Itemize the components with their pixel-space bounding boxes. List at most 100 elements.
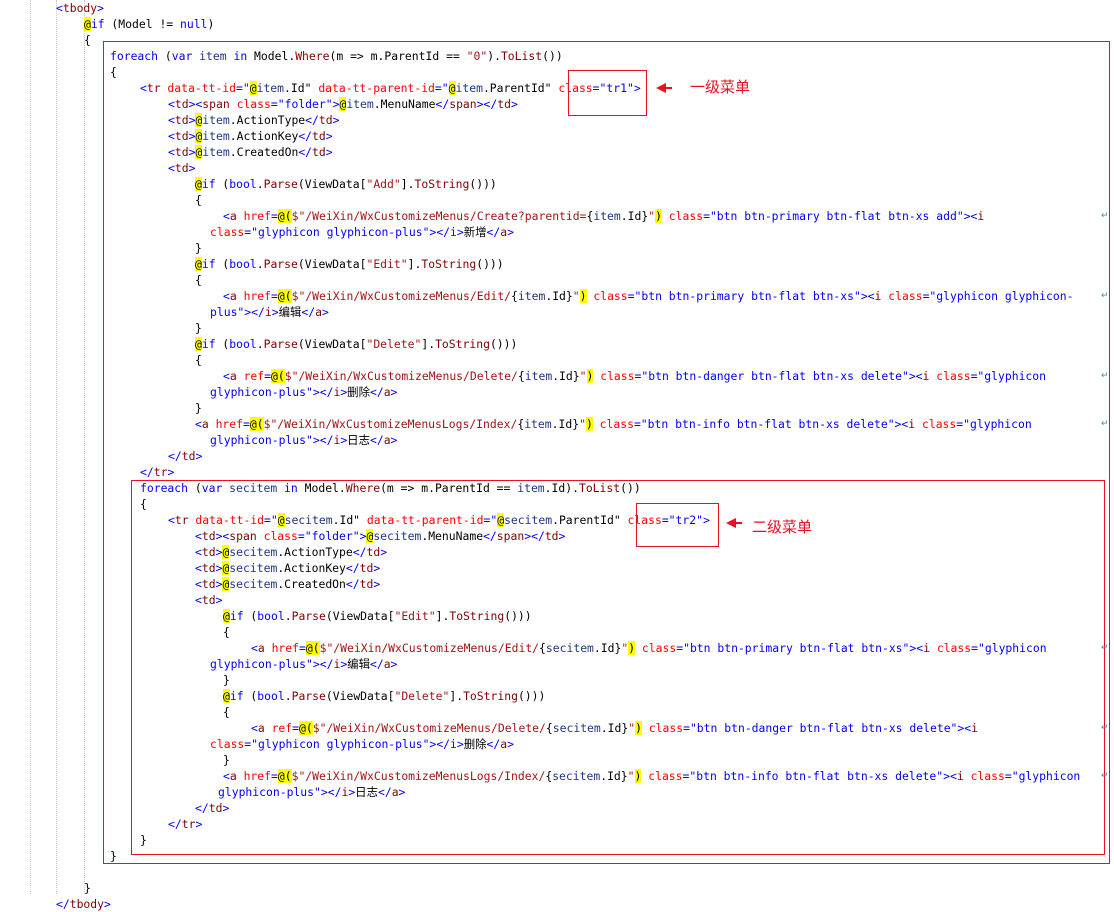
code-token: td — [174, 161, 189, 175]
code-token: i — [923, 641, 930, 655]
word-wrap-icon: ↵ — [1101, 771, 1109, 781]
code-token: td — [201, 545, 216, 559]
code-token: ="btn btn-danger btn-flat btn-xs delete"… — [634, 369, 923, 383]
code-token: { — [545, 721, 553, 735]
code-token: a — [391, 785, 399, 799]
code-line: <a href=@($"/WeiXin/WxCustomizeMenus/Edi… — [251, 640, 1047, 656]
code-token: </ — [435, 97, 450, 111]
code-token: " — [572, 289, 580, 303]
code-token: > — [215, 545, 223, 559]
outer-foreach-highlight-box — [103, 41, 1110, 864]
code-token: ToList — [500, 49, 543, 63]
code-token: tbody — [62, 1, 98, 15]
code-token: { — [140, 497, 147, 511]
code-token: { — [517, 417, 525, 431]
code-token: " — [648, 209, 656, 223]
code-line: { — [195, 192, 202, 208]
code-token: td — [497, 97, 511, 111]
code-line: <td>@item.ActionType</td> — [168, 112, 339, 128]
code-token: @ — [195, 257, 202, 271]
tr1-class-highlight-box — [568, 70, 647, 116]
code-token: </ — [168, 817, 182, 831]
code-token: td — [312, 129, 326, 143]
code-line: <td>@item.ActionKey</td> — [168, 128, 333, 144]
code-token: ToString — [463, 689, 518, 703]
code-token: > — [167, 465, 175, 479]
code-token: $"/WeiXin/WxCustomizeMenus/Delete/ — [312, 721, 546, 735]
code-token: "Add" — [366, 177, 401, 191]
code-token: </ — [352, 545, 367, 559]
code-token: if — [201, 177, 216, 191]
code-token: ())) — [517, 689, 546, 703]
code-token: a — [500, 225, 508, 239]
code-token: bool — [229, 177, 257, 191]
code-token: td — [201, 561, 216, 575]
code-token: . — [256, 177, 264, 191]
code-line: <td> — [195, 592, 222, 608]
code-token: </ — [345, 577, 360, 591]
code-token: ()) — [542, 49, 563, 63]
code-token: ToString — [421, 257, 477, 271]
inner-foreach-highlight-box — [131, 480, 1105, 855]
code-token: i — [264, 305, 272, 319]
code-token: . — [284, 609, 292, 623]
code-token: </ — [168, 449, 182, 463]
code-line: <a href=@($"/WeiXin/WxCustomizeMenus/Edi… — [223, 288, 1073, 304]
code-token: @ — [222, 545, 230, 559]
code-token: ( — [243, 609, 258, 623]
code-token: .Id} — [551, 417, 580, 431]
code-token: td — [201, 577, 216, 591]
code-token: </ — [483, 529, 497, 543]
code-token: ) — [586, 369, 594, 383]
code-token: a — [229, 209, 237, 223]
code-token: < — [168, 161, 175, 175]
code-line: class="glyphicon glyphicon-plus"></i>删除<… — [210, 736, 514, 752]
code-token: .MenuName — [421, 529, 484, 543]
code-line: @if (bool.Parse(ViewData["Add"].ToString… — [195, 176, 497, 192]
code-token: "Delete" — [366, 337, 422, 351]
code-token: ]. — [435, 609, 450, 623]
code-token: ToString — [435, 337, 490, 351]
code-line: <a href=@($"/WeiXin/WxCustomizeMenusLogs… — [223, 768, 1080, 784]
code-token: ( — [215, 257, 230, 271]
code-line: <td>@secitem.CreatedOn</td> — [195, 576, 380, 592]
code-token: > — [325, 145, 333, 159]
code-token: span — [449, 97, 477, 111]
code-token: ()) — [620, 481, 641, 495]
code-token: @ — [339, 97, 347, 111]
code-token: $"/WeiXin/WxCustomizeMenus/Edit/ — [319, 641, 540, 655]
code-token: item — [517, 289, 546, 303]
code-token: </ — [345, 561, 360, 575]
code-line: @if (Model != null) — [84, 16, 214, 32]
code-token: @ — [366, 529, 374, 543]
code-token: .ParentId" — [482, 81, 552, 95]
code-token: @( — [299, 721, 313, 735]
code-line: glyphicon-plus"></i>删除</a> — [210, 384, 397, 400]
code-token: a — [315, 305, 322, 319]
code-token: "Delete" — [394, 689, 450, 703]
code-line: { — [223, 704, 230, 720]
code-line: { — [140, 496, 147, 512]
code-line: { — [195, 272, 202, 288]
code-token: in — [233, 49, 248, 63]
code-token: data-tt-parent-id — [311, 81, 435, 95]
code-token: > — [507, 225, 514, 239]
code-token: a — [201, 417, 209, 431]
code-token: { — [195, 193, 202, 207]
code-token: </ — [56, 897, 70, 911]
code-token: @( — [277, 289, 292, 303]
code-token: </ — [369, 433, 384, 447]
code-token: =" — [434, 81, 449, 95]
code-token: < — [195, 545, 202, 559]
code-token: Where — [345, 481, 381, 495]
code-token: tr — [153, 465, 168, 479]
code-token: "Edit" — [366, 257, 408, 271]
code-token: ) — [579, 289, 587, 303]
code-line: foreach (var item in Model.Where(m => m.… — [110, 48, 563, 64]
code-token: 编辑 — [278, 305, 302, 319]
code-line: <a ref=@($"/WeiXin/WxCustomizeMenus/Dele… — [251, 720, 978, 736]
code-token: ToString — [414, 177, 470, 191]
code-token: @ — [277, 513, 285, 527]
indent-guide — [30, 0, 31, 894]
